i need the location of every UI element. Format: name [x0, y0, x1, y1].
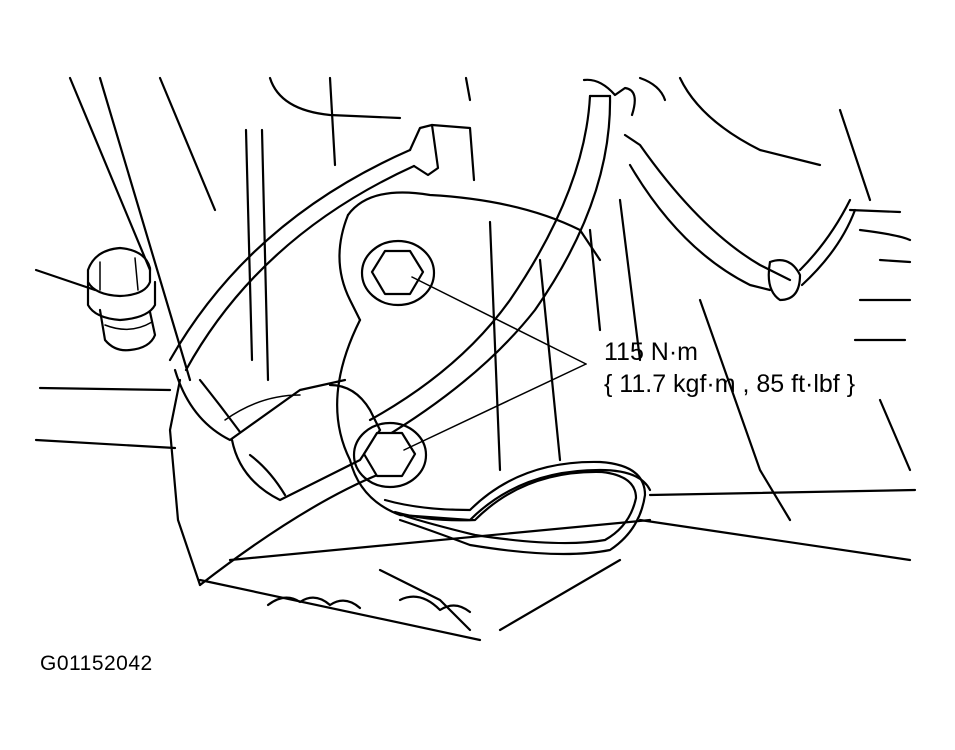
- torque-alt-label: { 11.7 kgf·m , 85 ft·lbf }: [604, 370, 856, 398]
- torque-callout: 115 N·m { 11.7 kgf·m , 85 ft·lbf }: [604, 336, 855, 400]
- leader-lines: [403, 276, 587, 451]
- plug-bolt: [86, 246, 157, 352]
- lower-bolt: [352, 421, 428, 489]
- hose: [168, 76, 857, 502]
- figure-id: G01152042: [40, 652, 153, 675]
- torque-nm-label: 115 N·m: [604, 338, 699, 366]
- lower-housing: [168, 378, 472, 614]
- engine-background: [34, 76, 917, 642]
- upper-bolt: [360, 239, 436, 307]
- bracket: [336, 191, 652, 556]
